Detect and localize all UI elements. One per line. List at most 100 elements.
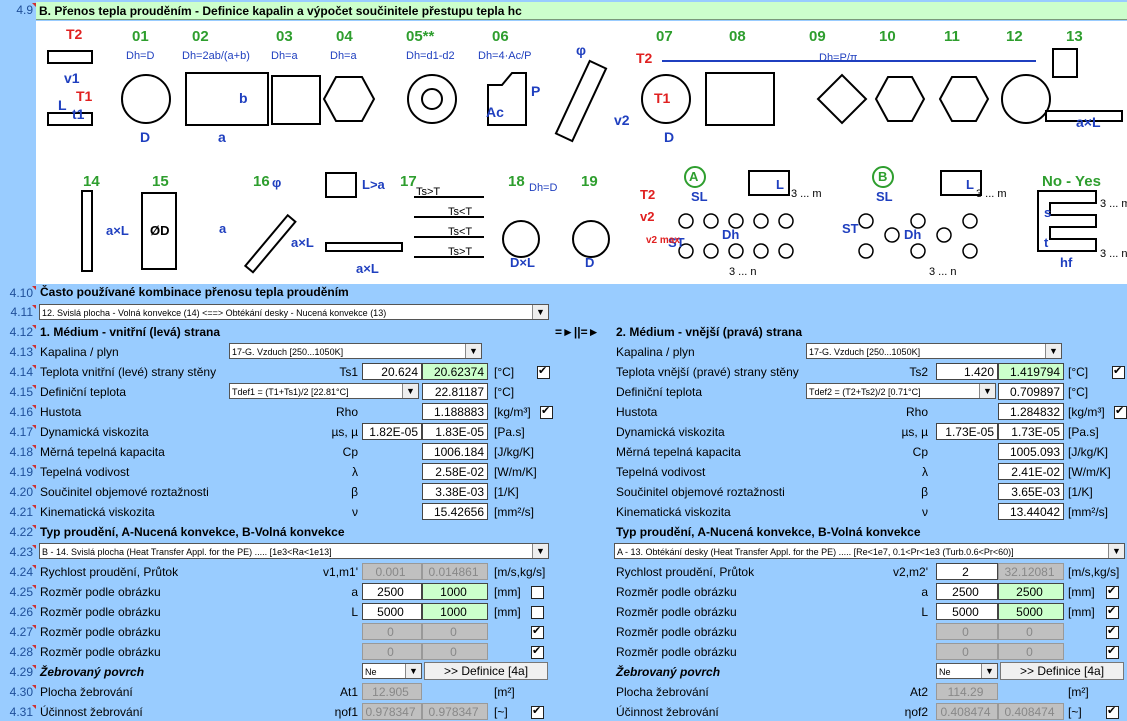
left-wall-temp-checkbox[interactable] bbox=[537, 366, 550, 379]
shape-number: 01 bbox=[132, 28, 149, 45]
svg-text:v1: v1 bbox=[64, 70, 80, 86]
noyes-label: No - Yes bbox=[1042, 173, 1101, 190]
svg-text:ST: ST bbox=[842, 221, 859, 236]
svg-text:L: L bbox=[966, 177, 974, 192]
svg-text:φ: φ bbox=[272, 175, 281, 190]
right-dim-L-input[interactable]: 5000 bbox=[936, 603, 998, 620]
chevron-down-icon: ▼ bbox=[981, 664, 997, 678]
shape-number: 13 bbox=[1066, 28, 1083, 45]
right-flow-type-select[interactable]: A - 13. Obtékání desky (Heat Transfer Ap… bbox=[614, 543, 1125, 559]
svg-text:v2 max: v2 max bbox=[646, 235, 680, 246]
left-dim-3-checkbox[interactable] bbox=[531, 626, 544, 639]
left-deftemp-select[interactable]: Tdef1 = (T1+Ts1)/2 [22.81°C]▼ bbox=[229, 383, 419, 399]
right-viscosity-input[interactable]: 1.73E-05 bbox=[936, 423, 998, 440]
row-number: 4.20 bbox=[0, 485, 36, 499]
left-density-checkbox[interactable] bbox=[540, 406, 553, 419]
right-dim-L-checkbox[interactable] bbox=[1106, 606, 1119, 619]
right-fin-select[interactable]: Ne▼ bbox=[936, 663, 998, 679]
svg-text:a: a bbox=[218, 129, 226, 145]
row-number: 4.14 bbox=[0, 365, 36, 379]
right-dim-4-input[interactable]: 0 bbox=[936, 643, 998, 660]
row-number: 4.22 bbox=[0, 525, 36, 539]
svg-text:P: P bbox=[531, 83, 540, 99]
svg-text:v2: v2 bbox=[614, 112, 630, 128]
svg-text:B: B bbox=[878, 169, 887, 184]
row-number: 4.11 bbox=[0, 305, 36, 319]
shape-number: 02 bbox=[192, 28, 209, 45]
shape-number: 19 bbox=[581, 173, 598, 190]
right-dim-a-checkbox[interactable] bbox=[1106, 586, 1119, 599]
svg-text:Dh=a: Dh=a bbox=[330, 50, 357, 62]
svg-text:D: D bbox=[664, 129, 674, 145]
svg-text:A: A bbox=[689, 169, 699, 184]
row-number: 4.15 bbox=[0, 385, 36, 399]
row-number: 4.17 bbox=[0, 425, 36, 439]
right-dim-4-checkbox[interactable] bbox=[1106, 646, 1119, 659]
left-dim-4-checkbox[interactable] bbox=[531, 646, 544, 659]
shape-number: 18 bbox=[508, 173, 525, 190]
right-velocity-input[interactable]: 2 bbox=[936, 563, 998, 580]
svg-text:L: L bbox=[776, 177, 784, 192]
left-flow-type-select[interactable]: B - 14. Svislá plocha (Heat Transfer App… bbox=[39, 543, 549, 559]
right-wall-temp-checkbox[interactable] bbox=[1112, 366, 1125, 379]
combination-select[interactable]: 12. Svislá plocha - Volná konvekce (14) … bbox=[39, 304, 549, 320]
row-number: 4.27 bbox=[0, 625, 36, 639]
row-number: 4.12 bbox=[0, 325, 36, 339]
left-viscosity-input[interactable]: 1.82E-05 bbox=[362, 423, 422, 440]
left-medium-header: 1. Médium - vnitřní (levá) strana bbox=[40, 325, 221, 339]
svg-text:T2: T2 bbox=[640, 187, 655, 202]
left-velocity-input[interactable]: 0.001 bbox=[362, 563, 422, 580]
svg-text:3 ... n: 3 ... n bbox=[1100, 248, 1127, 260]
left-wall-temp-input[interactable]: 20.624 bbox=[362, 363, 422, 380]
right-dim-3-checkbox[interactable] bbox=[1106, 626, 1119, 639]
svg-text:t1: t1 bbox=[72, 106, 85, 122]
left-dim-a-checkbox[interactable] bbox=[531, 586, 544, 599]
left-dim-L-checkbox[interactable] bbox=[531, 606, 544, 619]
right-fin-eff-checkbox[interactable] bbox=[1106, 706, 1119, 719]
svg-text:a×L: a×L bbox=[106, 223, 129, 238]
right-deftemp-select[interactable]: Tdef2 = (T2+Ts2)/2 [0.71°C]▼ bbox=[806, 383, 996, 399]
right-dim-3-input[interactable]: 0 bbox=[936, 623, 998, 640]
svg-text:L: L bbox=[58, 97, 67, 113]
left-dim-L-input[interactable]: 5000 bbox=[362, 603, 422, 620]
svg-text:T1: T1 bbox=[76, 88, 93, 104]
svg-text:Ac: Ac bbox=[486, 104, 504, 120]
row-number: 4.25 bbox=[0, 585, 36, 599]
shape-number: 10 bbox=[879, 28, 896, 45]
left-fin-select[interactable]: Ne▼ bbox=[362, 663, 422, 679]
svg-text:Dh=2ab/(a+b): Dh=2ab/(a+b) bbox=[182, 50, 250, 62]
svg-text:t: t bbox=[1044, 235, 1049, 250]
right-density-checkbox[interactable] bbox=[1114, 406, 1127, 419]
svg-text:b: b bbox=[239, 90, 248, 106]
svg-text:Ts<T: Ts<T bbox=[448, 226, 472, 238]
svg-text:Dh=D: Dh=D bbox=[126, 50, 154, 62]
svg-text:3 ... m: 3 ... m bbox=[976, 188, 1007, 200]
svg-text:Dh=D: Dh=D bbox=[529, 182, 557, 194]
row-number: 4.21 bbox=[0, 505, 36, 519]
left-fluid-select[interactable]: 17-G. Vzduch [250...1050K]▼ bbox=[229, 343, 482, 359]
svg-text:s: s bbox=[1044, 205, 1051, 220]
svg-text:3 ... n: 3 ... n bbox=[729, 266, 757, 278]
right-wall-temp-input[interactable]: 1.420 bbox=[936, 363, 998, 380]
left-fin-eff-checkbox[interactable] bbox=[531, 706, 544, 719]
row-number: 4.13 bbox=[0, 345, 36, 359]
svg-text:Dh=a: Dh=a bbox=[271, 50, 298, 62]
svg-text:T1: T1 bbox=[654, 90, 671, 106]
svg-text:3 ... m: 3 ... m bbox=[1100, 198, 1127, 210]
svg-text:φ: φ bbox=[576, 42, 586, 58]
row-number: 4.24 bbox=[0, 565, 36, 579]
left-dim-4-input[interactable]: 0 bbox=[362, 643, 422, 660]
right-fin-definition-button[interactable]: >> Definice [4a] bbox=[1000, 662, 1124, 680]
shape-number: 04 bbox=[336, 28, 353, 45]
left-fin-definition-button[interactable]: >> Definice [4a] bbox=[424, 662, 548, 680]
shape-number: 05** bbox=[406, 28, 435, 45]
side-arrow: =►||=► bbox=[555, 325, 600, 339]
svg-text:ST: ST bbox=[668, 235, 685, 250]
left-dim-3-input[interactable]: 0 bbox=[362, 623, 422, 640]
right-fluid-select[interactable]: 17-G. Vzduch [250...1050K]▼ bbox=[806, 343, 1062, 359]
shape-number: 06 bbox=[492, 28, 509, 45]
svg-text:L>a: L>a bbox=[362, 177, 386, 192]
right-dim-a-input[interactable]: 2500 bbox=[936, 583, 998, 600]
left-dim-a-input[interactable]: 2500 bbox=[362, 583, 422, 600]
shape-number: 03 bbox=[276, 28, 293, 45]
